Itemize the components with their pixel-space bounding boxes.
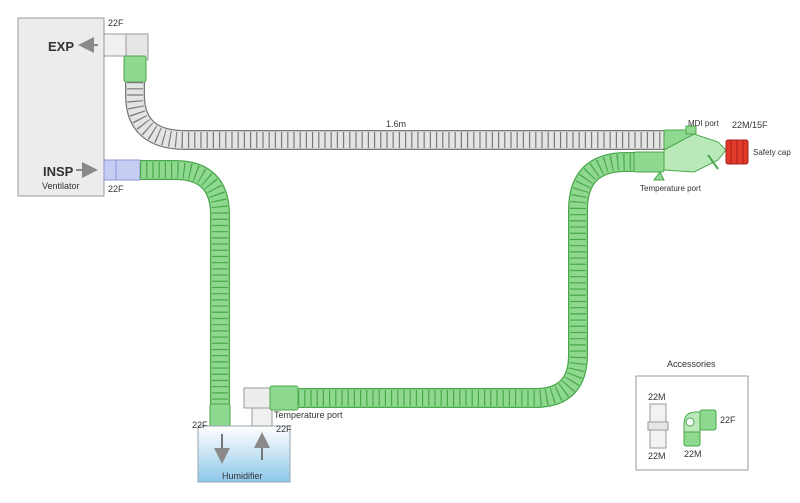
ventilator: Ventilator EXP INSP [17, 17, 105, 197]
safety-cap: Safety cap [725, 139, 791, 165]
elbow-bottom-size: 22M [684, 449, 702, 459]
straight-adapter [647, 403, 669, 449]
exp-label: EXP [48, 39, 74, 54]
elbow-adapter [683, 409, 717, 447]
humidifier-outlet-size: 22F [276, 424, 292, 434]
wye-temperature-port [653, 171, 665, 181]
exp-connector: 22F [103, 18, 149, 83]
humidifier-temperature-port-label: Temperature port [274, 410, 343, 420]
patient-connector-size-label: 22M/15F [732, 120, 768, 130]
insp-connector: 22F [103, 159, 141, 194]
inspiratory-limb-dry [140, 160, 231, 427]
mdi-port-label: MDI port [688, 119, 719, 128]
accessories-title: Accessories [667, 359, 716, 369]
humidifier-inlet-size: 22F [192, 420, 208, 430]
humidifier: Humidifier 22F 22F [192, 420, 292, 483]
humidifier-outlet-elbow: Temperature port [243, 385, 343, 427]
mdi-port [685, 125, 697, 135]
straight-bottom-size: 22M [648, 451, 666, 461]
straight-top-size: 22M [648, 392, 666, 402]
wye-connector: MDI port Temperature port 22M/15F [633, 119, 768, 193]
safety-cap-label: Safety cap [753, 148, 791, 157]
wye-temperature-port-label: Temperature port [640, 184, 702, 193]
accessories-panel: Accessories 22M 22M 22F 22M [635, 359, 749, 471]
inspiratory-limb-heated [298, 152, 640, 408]
humidifier-label: Humidifier [222, 471, 263, 481]
elbow-side-size: 22F [720, 415, 736, 425]
expiratory-limb: 1.6m [125, 82, 670, 150]
insp-label: INSP [43, 164, 74, 179]
length-label: 1.6m [386, 119, 406, 129]
ventilator-label: Ventilator [42, 181, 80, 191]
insp-size-label: 22F [108, 184, 124, 194]
exp-size-label: 22F [108, 18, 124, 28]
